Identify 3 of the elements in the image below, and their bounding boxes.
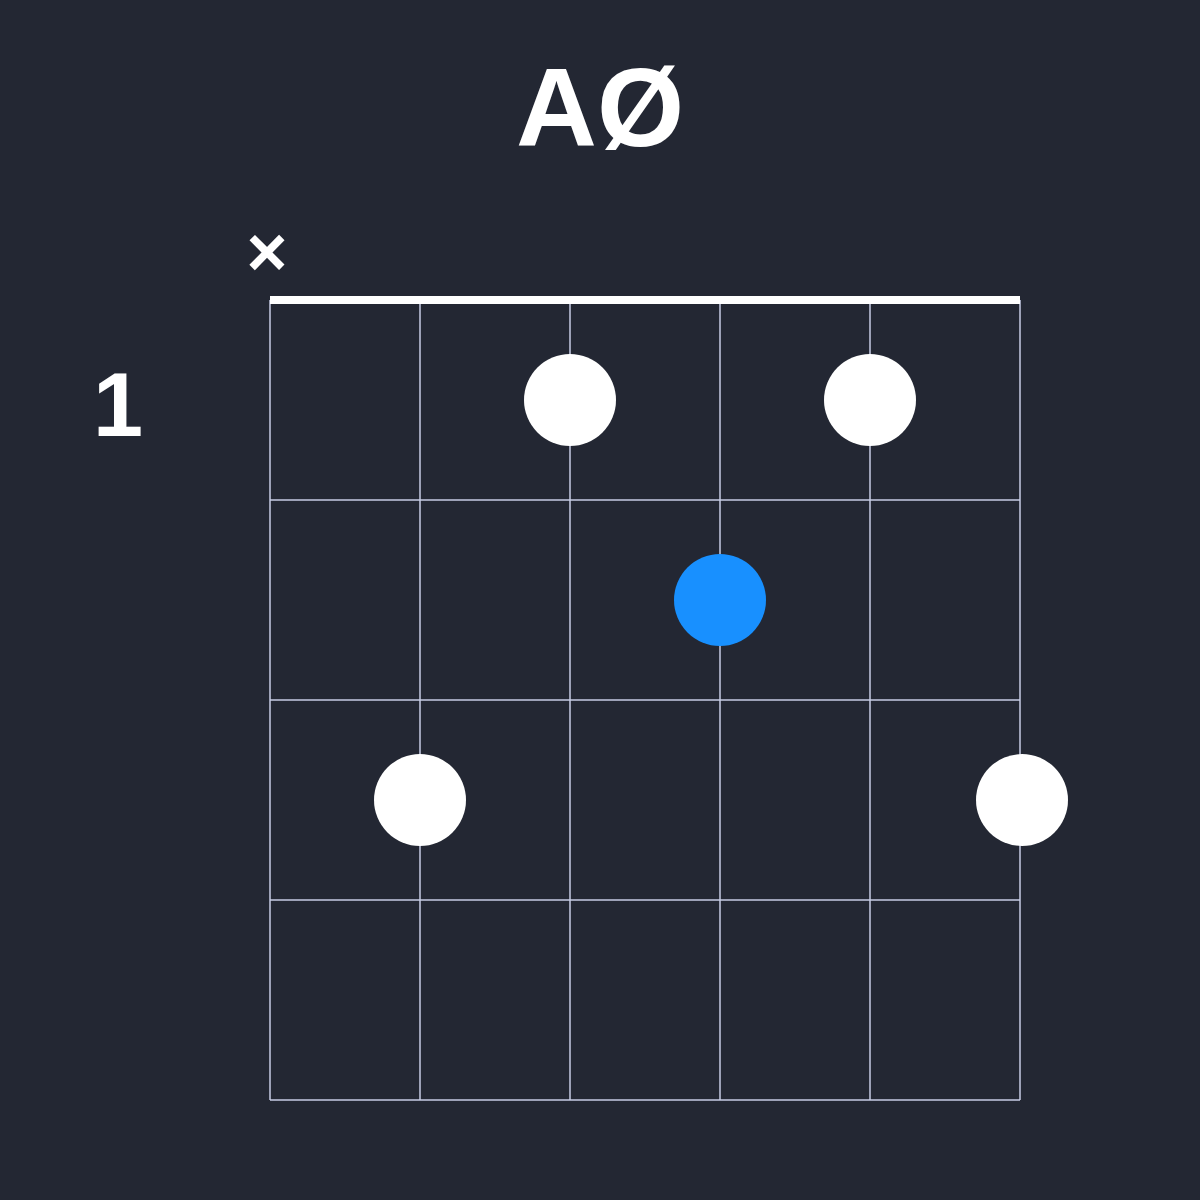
muted-string-mark: × bbox=[246, 217, 288, 287]
chord-title: AØ bbox=[516, 52, 684, 164]
fret-number: 1 bbox=[93, 360, 144, 450]
